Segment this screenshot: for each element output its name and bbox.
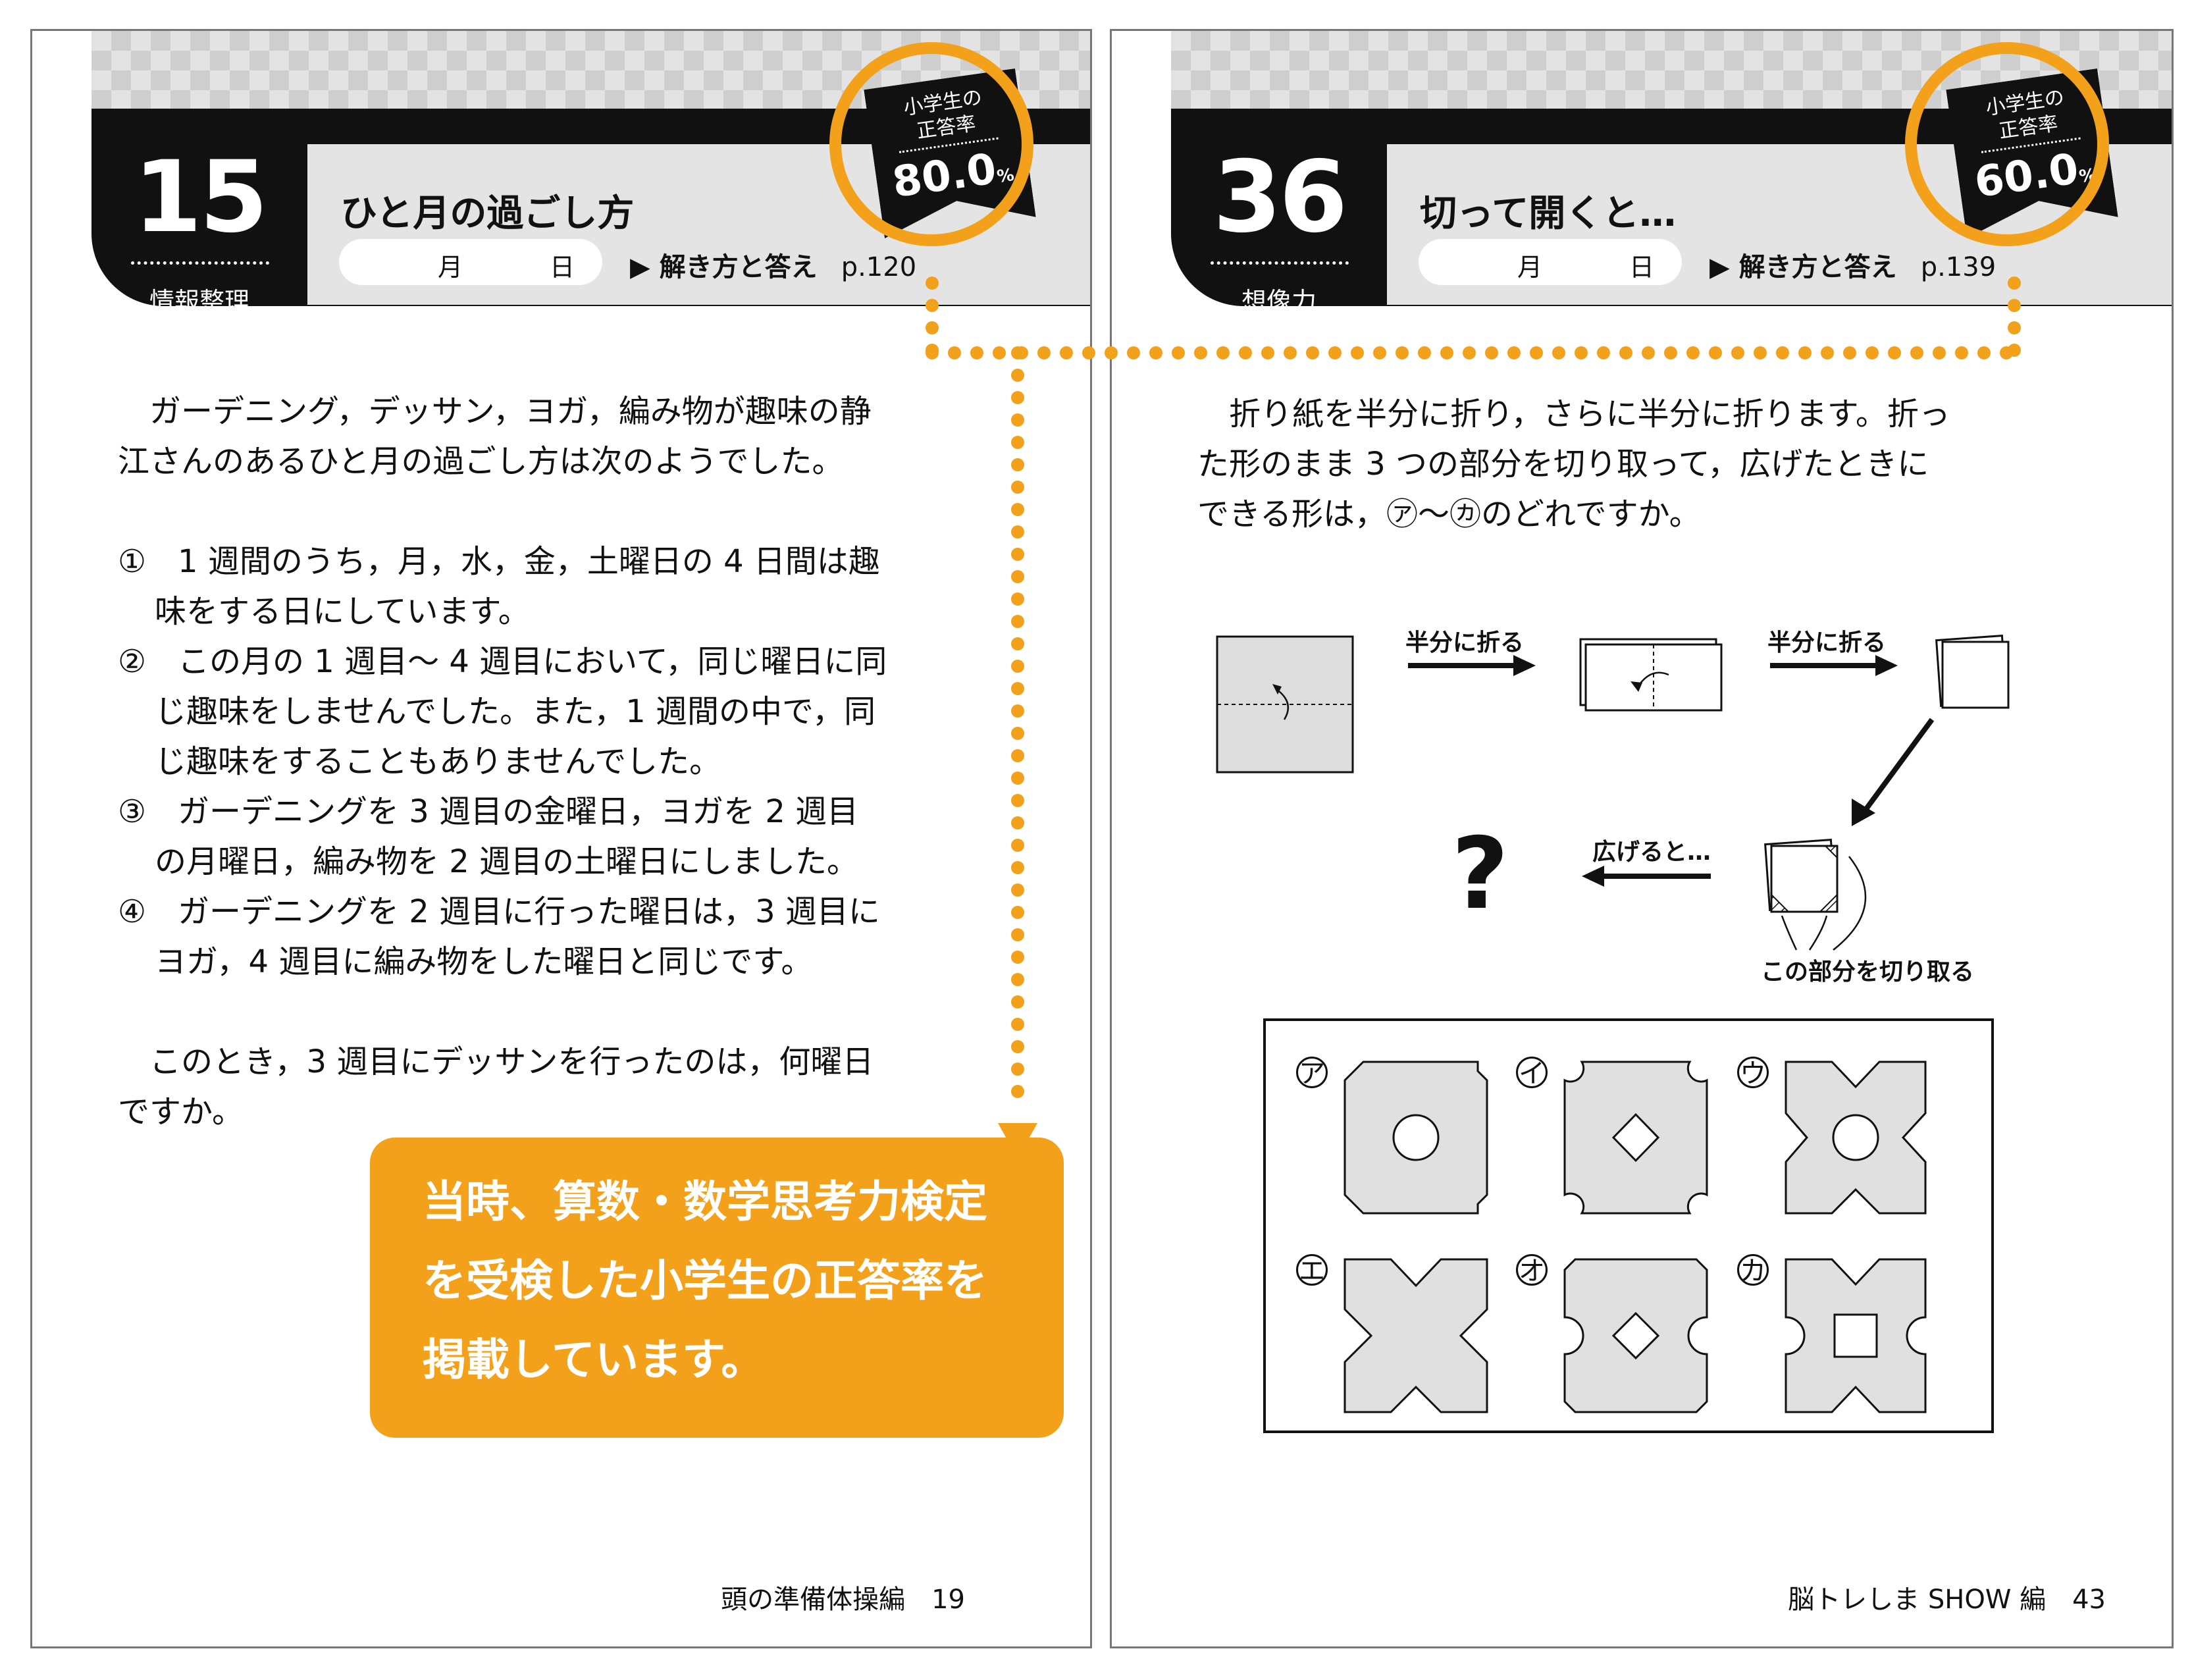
intro-line: 江さんのあるひと月の過ごし方は次のようでした。	[118, 443, 844, 480]
intro-line: できる形は，㋐～㋕のどれですか。	[1197, 496, 1701, 533]
question-line: このとき，3 週目にデッサンを行ったのは，何曜日	[118, 1043, 874, 1080]
condition-item: ③ ガーデニングを 3 週目の金曜日，ヨガを 2 週目 の月曜日，編み物を 2 …	[118, 787, 1026, 887]
problem-title: ひと月の過ごし方	[340, 192, 635, 235]
options-svg	[1344, 1061, 1927, 1413]
number-divider	[1211, 261, 1349, 265]
problem-text: 折り紙を半分に折り，さらに半分に折ります。折っ た形のまま 3 つの部分を切り取…	[1197, 389, 2106, 539]
intro-line: ガーデニング，デッサン，ヨガ，編み物が趣味の静	[118, 393, 872, 430]
condition-item: ① 1 週間のうち，月，水，金，土曜日の 4 日間は趣 味をする日にしています。	[118, 537, 1026, 637]
option-i-shape[interactable]	[1563, 1061, 1708, 1215]
problem-number: 36	[1213, 140, 1348, 255]
fold-arrow-2	[1770, 655, 1898, 676]
date-day-label: 日	[1629, 253, 1655, 282]
condition-line: ヨガ，4 週目に編み物をした曜日と同じです。	[155, 943, 813, 980]
cut-label: この部分を切り取る	[1761, 958, 1975, 985]
page-footer: 頭の準備体操編 19	[721, 1585, 965, 1615]
problem-category: 情報整理	[149, 287, 249, 316]
condition-item: ② この月の 1 週目～ 4 週目において，同じ曜日に同 じ趣味をしませんでした…	[118, 637, 1026, 787]
question-mark: ?	[1451, 817, 1509, 932]
diagonal-arrow	[1852, 718, 1935, 826]
fold-label-1: 半分に折る	[1405, 629, 1525, 656]
answer-page: p.139	[1920, 252, 1996, 282]
folding-diagram	[1216, 635, 2010, 951]
question-line: ですか。	[118, 1093, 244, 1130]
date-month-label: 月	[1517, 253, 1543, 282]
date-day-label: 日	[550, 253, 575, 282]
option-e-shape[interactable]	[1344, 1258, 1488, 1413]
option-u-label[interactable]: ウ	[1737, 1057, 1769, 1089]
unfold-arrow	[1582, 866, 1711, 887]
fold-arrow-1	[1408, 655, 1536, 676]
date-field[interactable]: 月 日	[339, 239, 602, 285]
answer-link-label: ▶ 解き方と答え	[630, 252, 818, 282]
accuracy-highlight-ring-left	[829, 42, 1033, 246]
option-o-label[interactable]: オ	[1516, 1254, 1548, 1286]
callout-line: 掲載しています。	[423, 1334, 765, 1385]
condition-line: の月曜日，編み物を 2 週目の土曜日にしました。	[155, 843, 859, 880]
fold-label-2: 半分に折る	[1767, 629, 1887, 656]
page-footer: 脳トレしま SHOW 編 43	[1788, 1585, 2106, 1615]
accuracy-callout: 当時、算数・数学思考力検定 を受検した小学生の正答率を 掲載しています。	[370, 1138, 1064, 1438]
date-field[interactable]: 月 日	[1419, 239, 1682, 285]
intro-line: 折り紙を半分に折り，さらに半分に折ります。折っ	[1197, 396, 1950, 433]
callout-line: を受検した小学生の正答率を	[423, 1255, 987, 1306]
option-i-label[interactable]: イ	[1516, 1057, 1548, 1089]
answer-link[interactable]: ▶ 解き方と答え p.120	[630, 246, 916, 284]
condition-line: 味をする日にしています。	[155, 593, 530, 630]
answer-link-label: ▶ 解き方と答え	[1709, 252, 1897, 282]
condition-line: ② この月の 1 週目～ 4 週目において，同じ曜日に同	[118, 643, 887, 680]
problem-number: 15	[133, 140, 269, 255]
option-o-shape[interactable]	[1563, 1258, 1708, 1413]
option-e-label[interactable]: エ	[1296, 1254, 1328, 1286]
condition-line: ③ ガーデニングを 3 週目の金曜日，ヨガを 2 週目	[118, 793, 859, 830]
callout-line: 当時、算数・数学思考力検定	[423, 1176, 987, 1227]
square-paper	[1216, 635, 1354, 774]
option-a-shape[interactable]	[1344, 1061, 1488, 1215]
date-month-label: 月	[438, 253, 463, 282]
option-ka-label[interactable]: カ	[1737, 1254, 1769, 1286]
answer-link[interactable]: ▶ 解き方と答え p.139	[1709, 246, 1996, 284]
half-folded-paper	[1579, 638, 1723, 712]
options-box: ア イ ウ エ オ カ	[1263, 1018, 1994, 1433]
quarter-folded-paper	[1935, 635, 2010, 709]
problem-title: 切って開くと…	[1420, 192, 1677, 235]
condition-line: じ趣味をしませんでした。また，1 週間の中で，同	[155, 693, 876, 730]
option-a-label[interactable]: ア	[1296, 1057, 1328, 1089]
option-ka-shape[interactable]	[1785, 1258, 1927, 1413]
number-divider	[131, 261, 269, 265]
condition-line: ④ ガーデニングを 2 週目に行った曜日は，3 週目に	[118, 893, 880, 930]
condition-line: ① 1 週間のうち，月，水，金，土曜日の 4 日間は趣	[118, 543, 880, 580]
unfold-label: 広げると…	[1592, 839, 1711, 866]
option-u-shape[interactable]	[1785, 1061, 1927, 1215]
answer-page: p.120	[841, 252, 917, 282]
problem-category: 想像力	[1241, 287, 1317, 316]
condition-line: じ趣味をすることもありませんでした。	[155, 743, 721, 780]
accuracy-highlight-ring-right	[1905, 42, 2109, 246]
cut-paper	[1764, 839, 1867, 951]
condition-item: ④ ガーデニングを 2 週目に行った曜日は，3 週目に ヨガ，4 週目に編み物を…	[118, 887, 1026, 987]
intro-line: た形のまま 3 つの部分を切り取って，広げたときに	[1197, 446, 1929, 483]
problem-text: ガーデニング，デッサン，ヨガ，編み物が趣味の静 江さんのあるひと月の過ごし方は次…	[118, 386, 1026, 1137]
